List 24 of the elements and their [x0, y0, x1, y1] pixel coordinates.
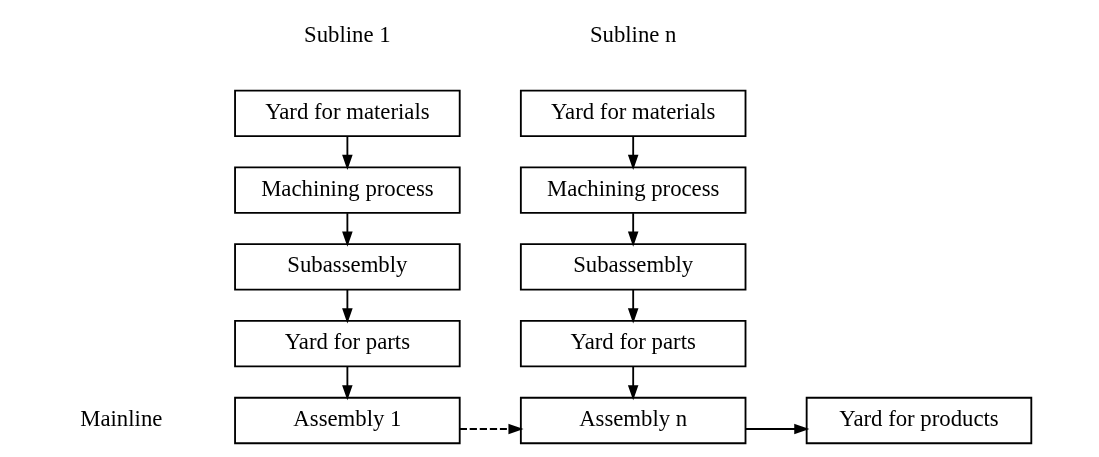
label: Mainline [79, 405, 162, 431]
arrow [458, 423, 524, 435]
node-box: Yard for parts [519, 320, 746, 368]
node-box: Yard for materials [519, 89, 746, 137]
arrow [627, 365, 638, 401]
node-box: Assembly 1 [233, 396, 461, 445]
arrow [627, 135, 638, 170]
arrow [744, 423, 809, 435]
arrow [341, 365, 353, 401]
node-box: Subassembly [519, 243, 746, 291]
label: Subline n [589, 21, 676, 47]
node-box: Machining process [519, 166, 746, 214]
node-box: Yard for materials [233, 89, 461, 137]
arrow [341, 289, 353, 324]
node-box: Assembly n [519, 396, 746, 445]
arrow [341, 212, 353, 247]
arrow [627, 289, 638, 324]
arrow [341, 135, 353, 170]
node-box: Subassembly [233, 243, 461, 291]
node-box: Yard for parts [233, 320, 461, 368]
arrow [627, 212, 638, 247]
label: Subline 1 [303, 21, 391, 47]
node-box: Machining process [233, 166, 461, 214]
node-box: Yard for products [805, 396, 1032, 445]
